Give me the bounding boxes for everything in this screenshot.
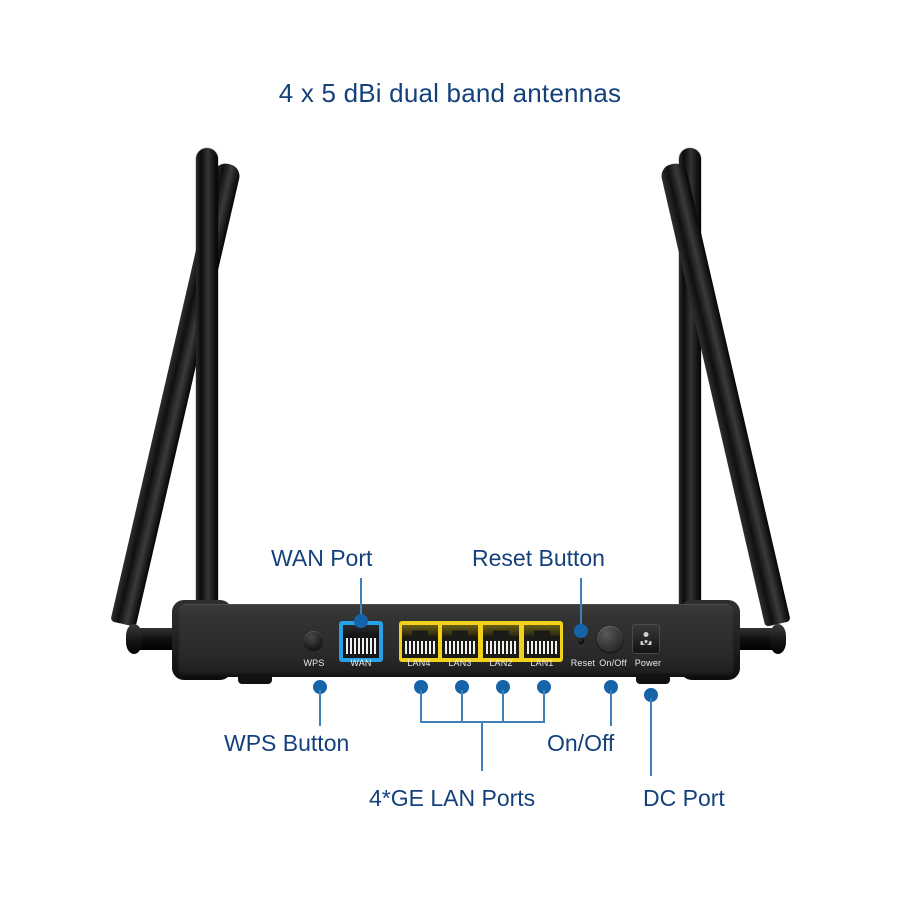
callout-line-dc-port	[650, 698, 652, 776]
wan-port[interactable]	[339, 621, 383, 662]
chassis-foot-right	[636, 674, 670, 684]
antenna-inner-left	[196, 148, 218, 618]
callout-line-lan-1	[543, 690, 545, 723]
port-label-reset: Reset	[570, 658, 596, 668]
callout-label-on-off: On/Off	[547, 730, 615, 756]
reset-button[interactable]	[578, 638, 584, 644]
callout-line-lan-2	[502, 690, 504, 723]
callout-line-lan-3	[461, 690, 463, 723]
port-label-wps: WPS	[303, 658, 325, 668]
lan3-pins	[445, 641, 475, 654]
wan-port-pins	[346, 638, 376, 654]
wan-port-mouth	[343, 625, 379, 638]
callout-dot-lan-3	[455, 680, 469, 694]
callout-stem-lan-ports	[481, 721, 483, 771]
port-label-lan2: LAN2	[489, 658, 513, 668]
callout-line-wps-button	[319, 690, 321, 726]
callout-dot-dc-port	[644, 688, 658, 702]
lan3-mouth	[442, 625, 478, 636]
callout-dot-wan-port	[354, 614, 368, 628]
lan2-mouth	[483, 625, 519, 636]
port-label-lan3: LAN3	[448, 658, 472, 668]
dc-port-contact	[640, 641, 652, 645]
port-label-onoff: On/Off	[599, 658, 627, 668]
callout-line-wan-port	[360, 578, 362, 620]
port-label-lan1: LAN1	[530, 658, 554, 668]
port-label-wan: WAN	[350, 658, 372, 668]
lan4-pins	[405, 641, 435, 654]
page-title: 4 x 5 dBi dual band antennas	[278, 78, 622, 108]
lan-port-4[interactable]	[402, 625, 438, 658]
antenna-far-left	[110, 161, 242, 627]
lan-port-1[interactable]	[524, 625, 560, 658]
antenna-joint-cap-left	[126, 624, 142, 654]
lan-port-block	[399, 621, 563, 662]
callout-line-reset-button	[580, 578, 582, 630]
lan4-mouth	[402, 625, 438, 636]
callout-dot-lan-2	[496, 680, 510, 694]
chassis-foot-left	[238, 674, 272, 684]
lan-port-3[interactable]	[442, 625, 478, 658]
lan1-pins	[527, 641, 557, 654]
callout-dot-lan-1	[537, 680, 551, 694]
callout-label-wan-port: WAN Port	[271, 545, 373, 571]
callout-line-on-off	[610, 690, 612, 726]
lan2-pins	[486, 641, 516, 654]
wps-button[interactable]	[304, 631, 323, 650]
callout-dot-reset-button	[574, 624, 588, 638]
callout-line-lan-4	[420, 690, 422, 723]
callout-label-lan-ports: 4*GE LAN Ports	[369, 785, 536, 811]
callout-dot-on-off	[604, 680, 618, 694]
lan1-mouth	[524, 625, 560, 636]
port-label-lan4: LAN4	[407, 658, 431, 668]
callout-dot-lan-4	[414, 680, 428, 694]
dc-power-port[interactable]	[632, 624, 660, 654]
callout-label-dc-port: DC Port	[643, 785, 725, 811]
power-switch-button[interactable]	[597, 626, 623, 652]
port-label-power: Power	[634, 658, 662, 668]
lan-port-2[interactable]	[483, 625, 519, 658]
callout-label-wps-button: WPS Button	[224, 730, 350, 756]
callout-label-reset-button: Reset Button	[472, 545, 605, 571]
wan-port-jack	[343, 625, 379, 658]
antenna-joint-cap-right	[770, 624, 786, 654]
callout-dot-wps-button	[313, 680, 327, 694]
